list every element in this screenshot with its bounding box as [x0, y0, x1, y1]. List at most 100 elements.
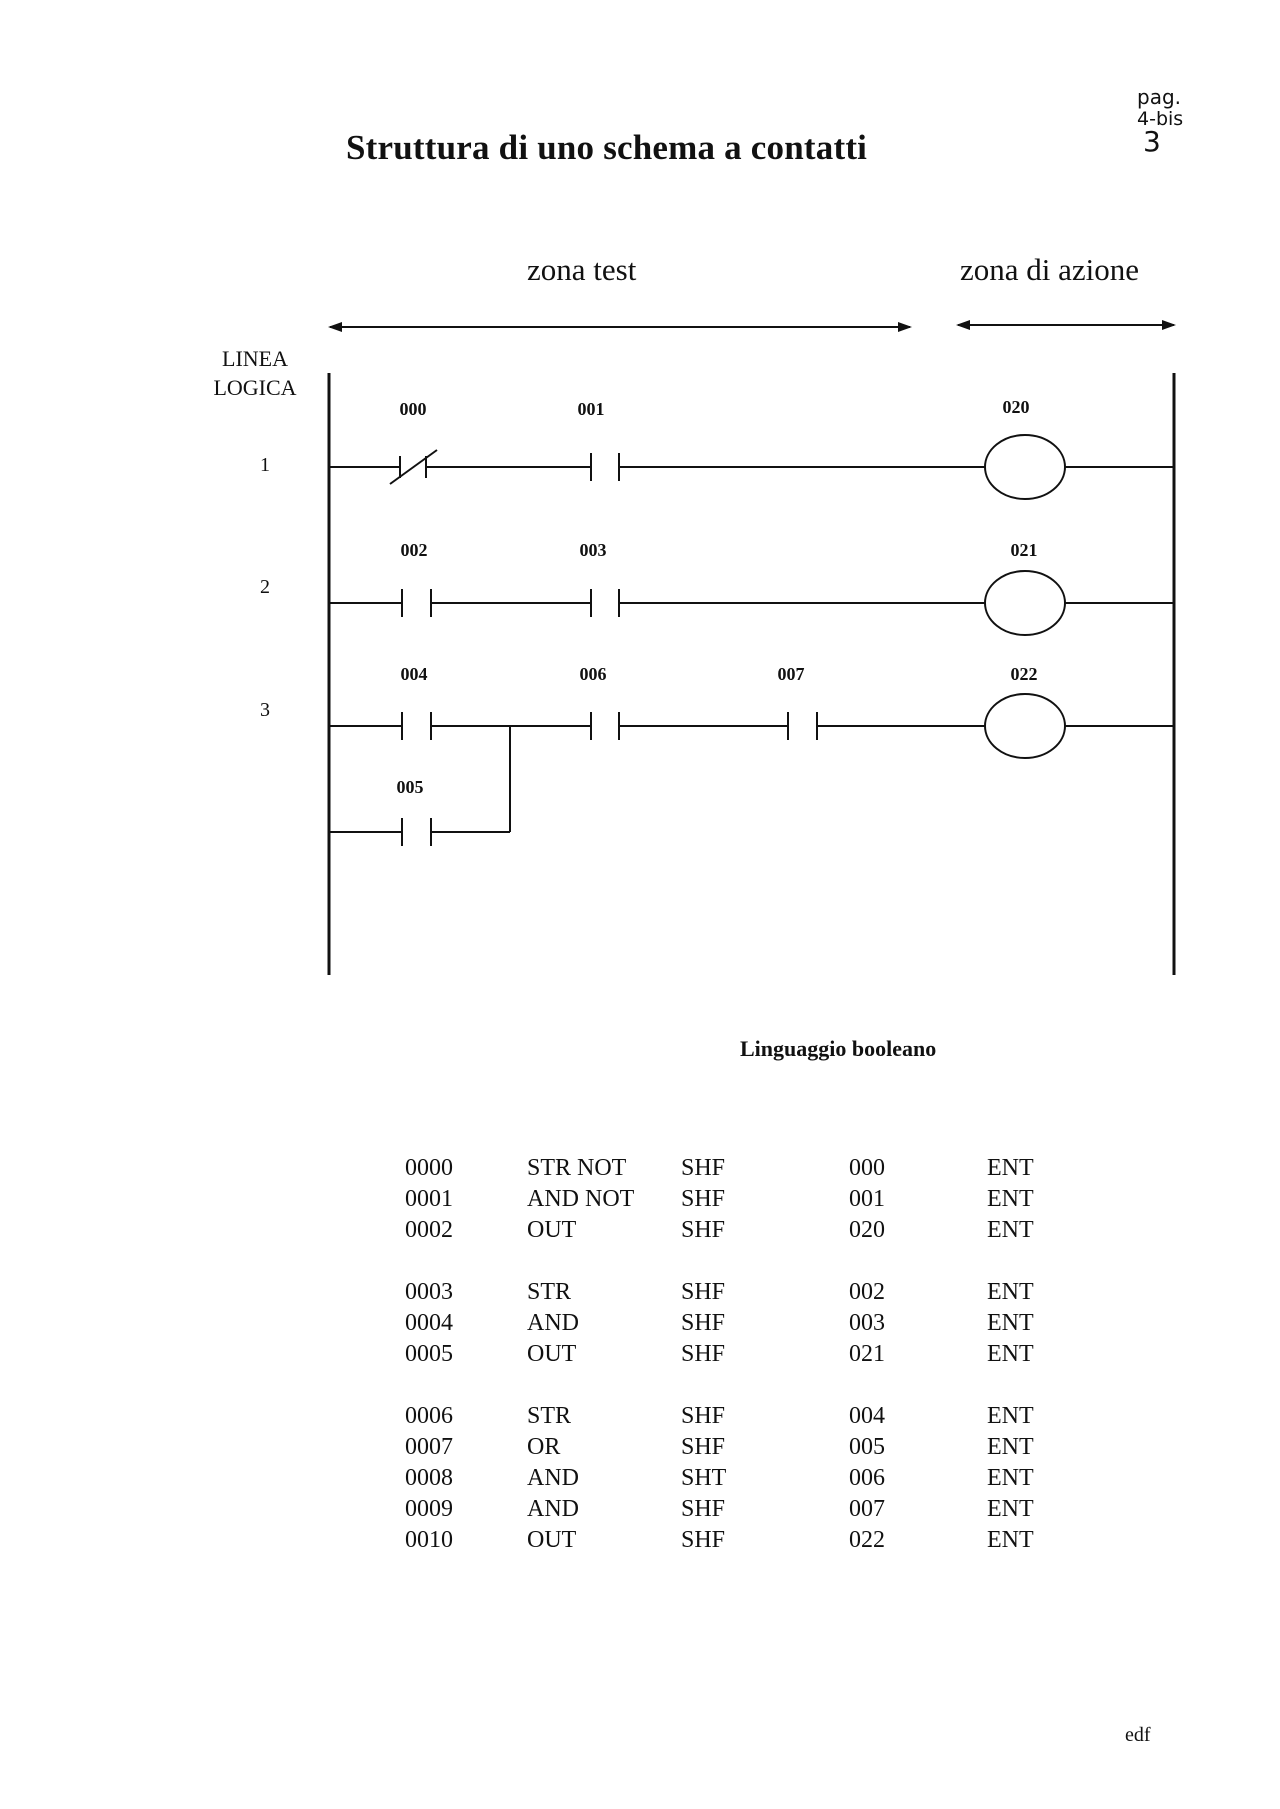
label-001: 001: [578, 399, 605, 419]
cell-address: 022: [849, 1527, 885, 1553]
label-020: 020: [1003, 397, 1030, 417]
zone-test-arrow: [328, 322, 912, 332]
group-spacer: [405, 1370, 1067, 1401]
cell-shift: SHF: [681, 1186, 726, 1212]
table-row: 0002 OUT SHF 020 ENT: [405, 1215, 1067, 1246]
contact-no-003: [590, 589, 620, 617]
cell-step: 0009: [405, 1496, 453, 1522]
cell-step: 0007: [405, 1434, 453, 1460]
zone-action-label: zona di azione: [960, 252, 1140, 287]
cell-address: 004: [849, 1403, 885, 1429]
cell-step: 0004: [405, 1310, 453, 1336]
cell-instruction: AND NOT: [527, 1186, 635, 1212]
cell-instruction: STR: [527, 1403, 572, 1429]
cell-enter: ENT: [987, 1217, 1034, 1243]
cell-step: 0005: [405, 1341, 453, 1367]
label-004: 004: [401, 664, 428, 684]
coil-020: [984, 434, 1066, 500]
contact-no-006: [590, 712, 620, 740]
coil-022: [984, 693, 1066, 759]
contact-no-005: [401, 818, 432, 846]
table-row: 0005 OUT SHF 021 ENT: [405, 1339, 1067, 1370]
cell-shift: SHF: [681, 1217, 726, 1243]
cell-enter: ENT: [987, 1310, 1034, 1336]
cell-address: 001: [849, 1186, 885, 1212]
table-row: 0008 AND SHT 006 ENT: [405, 1463, 1067, 1494]
rung-number-1: 1: [260, 454, 270, 476]
cell-address: 006: [849, 1465, 885, 1491]
label-003: 003: [580, 540, 607, 560]
cell-enter: ENT: [987, 1341, 1034, 1367]
cell-address: 020: [849, 1217, 885, 1243]
logic-line-label-1: LINEA: [222, 346, 288, 371]
cell-instruction: OUT: [527, 1341, 577, 1367]
page-mark-number: 4-bis: [1137, 108, 1184, 130]
cell-shift: SHF: [681, 1341, 726, 1367]
cell-address: 007: [849, 1496, 885, 1522]
cell-enter: ENT: [987, 1155, 1034, 1181]
cell-shift: SHF: [681, 1434, 726, 1460]
contact-no-002: [401, 589, 432, 617]
label-007: 007: [778, 664, 805, 684]
cell-shift: SHF: [681, 1496, 726, 1522]
cell-enter: ENT: [987, 1496, 1034, 1522]
table-row: 0006 STR SHF 004 ENT: [405, 1401, 1067, 1432]
cell-instruction: OR: [527, 1434, 561, 1460]
page-title: Struttura di uno schema a contatti: [346, 128, 868, 167]
cell-step: 0010: [405, 1527, 453, 1553]
cell-step: 0006: [405, 1403, 453, 1429]
zone-action-arrow: [956, 320, 1176, 330]
rung-3: [329, 693, 1174, 846]
cell-shift: SHF: [681, 1403, 726, 1429]
label-000: 000: [400, 399, 427, 419]
coil-021: [984, 570, 1066, 636]
cell-step: 0002: [405, 1217, 453, 1243]
cell-shift: SHF: [681, 1279, 726, 1305]
cell-address: 021: [849, 1341, 885, 1367]
rung-2: [329, 570, 1174, 636]
ladder-diagram: 000 001 020 002 003 021 004 006 007 022 …: [327, 320, 1176, 975]
cell-enter: ENT: [987, 1279, 1034, 1305]
cell-address: 002: [849, 1279, 885, 1305]
logic-line-label: LINEA LOGICA: [205, 344, 305, 402]
label-021: 021: [1011, 540, 1038, 560]
cell-address: 000: [849, 1155, 885, 1181]
cell-enter: ENT: [987, 1465, 1034, 1491]
rung-number-2: 2: [260, 576, 270, 598]
cell-address: 003: [849, 1310, 885, 1336]
footer-initials: edf: [1125, 1724, 1151, 1746]
cell-instruction: AND: [527, 1310, 579, 1336]
page-mark-handwritten: 3: [1143, 125, 1161, 158]
label-002: 002: [401, 540, 428, 560]
cell-enter: ENT: [987, 1434, 1034, 1460]
page-mark: pag. 4-bis 3: [1137, 85, 1184, 158]
cell-instruction: AND: [527, 1496, 579, 1522]
table-row: 0001 AND NOT SHF 001 ENT: [405, 1184, 1067, 1215]
rung-number-3: 3: [260, 699, 270, 721]
cell-step: 0008: [405, 1465, 453, 1491]
cell-shift: SHT: [681, 1465, 727, 1491]
cell-enter: ENT: [987, 1186, 1034, 1212]
cell-enter: ENT: [987, 1527, 1034, 1553]
label-006: 006: [580, 664, 607, 684]
rung-1: [329, 434, 1174, 500]
logic-line-label-2: LOGICA: [213, 375, 297, 400]
cell-enter: ENT: [987, 1403, 1034, 1429]
cell-instruction: OUT: [527, 1217, 577, 1243]
cell-step: 0001: [405, 1186, 453, 1212]
cell-step: 0003: [405, 1279, 453, 1305]
page-mark-label: pag.: [1137, 85, 1182, 109]
contact-no-001: [590, 453, 620, 481]
cell-shift: SHF: [681, 1155, 726, 1181]
cell-instruction: STR: [527, 1279, 572, 1305]
label-022: 022: [1011, 664, 1038, 684]
cell-shift: SHF: [681, 1527, 726, 1553]
cell-instruction: AND: [527, 1465, 579, 1491]
zone-test-label: zona test: [527, 252, 637, 287]
table-row: 0003 STR SHF 002 ENT: [405, 1277, 1067, 1308]
cell-instruction: OUT: [527, 1527, 577, 1553]
boolean-section-title: Linguaggio booleano: [740, 1036, 937, 1061]
